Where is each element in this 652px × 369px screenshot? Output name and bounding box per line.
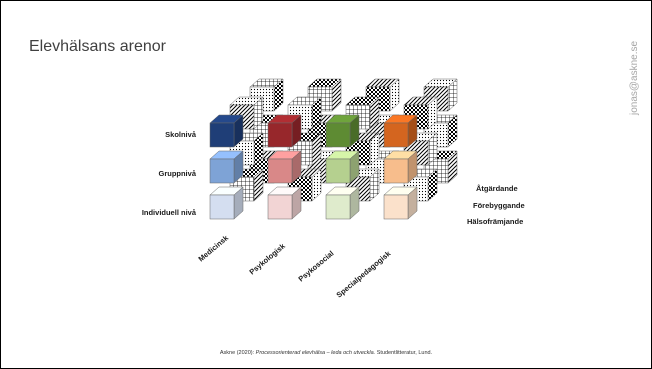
citation-title: Processorienterad elevhälsa – leda och u… bbox=[255, 350, 376, 356]
cube-p3-r0-d0 bbox=[383, 114, 418, 148]
cube-p2-r0-d0 bbox=[325, 114, 360, 148]
cube-p0-r2-d0 bbox=[209, 186, 244, 220]
cube-p1-r0-d0 bbox=[267, 114, 302, 148]
cube-p3-r2-d0 bbox=[383, 186, 418, 220]
depth-label: Förebyggande bbox=[473, 201, 525, 210]
depth-label: Åtgärdande bbox=[476, 184, 518, 193]
cube-p3-r1-d0 bbox=[383, 150, 418, 184]
cube-p1-r2-d0 bbox=[267, 186, 302, 220]
slide-title: Elevhälsans arenor bbox=[29, 38, 166, 55]
cube-front-face bbox=[383, 158, 409, 184]
cube-front-face bbox=[209, 194, 235, 220]
cube-front-face bbox=[325, 122, 351, 148]
cube-front-face bbox=[325, 158, 351, 184]
citation-prefix: Askne (2020): bbox=[219, 350, 256, 356]
perspective-label: Medicinsk bbox=[197, 233, 231, 264]
cube-front-face bbox=[209, 122, 235, 148]
cube-front-face bbox=[267, 122, 293, 148]
perspective-label: Psykosocial bbox=[297, 249, 336, 284]
level-label: Individuell nivå bbox=[142, 208, 197, 217]
cube-front-face bbox=[267, 158, 293, 184]
depth-label: Hälsofrämjande bbox=[467, 217, 523, 226]
cube-p1-r1-d0 bbox=[267, 150, 302, 184]
cube-p2-r1-d0 bbox=[325, 150, 360, 184]
cube-front-face bbox=[383, 122, 409, 148]
level-label: Skolnivå bbox=[165, 130, 197, 139]
perspective-label: Specialpedagogisk bbox=[335, 248, 393, 299]
citation: Askne (2020): Processorienterad elevhäls… bbox=[1, 350, 651, 356]
cube-p2-r2-d0 bbox=[325, 186, 360, 220]
cube-front-face bbox=[383, 194, 409, 220]
level-label: Gruppnivå bbox=[158, 169, 196, 178]
cube-front-face bbox=[267, 194, 293, 220]
cube-p0-r0-d0 bbox=[209, 114, 244, 148]
perspective-label: Psykologisk bbox=[248, 241, 288, 277]
cube-front-face bbox=[209, 158, 235, 184]
cube-p0-r1-d0 bbox=[209, 150, 244, 184]
citation-suffix: Studentlitteratur, Lund. bbox=[375, 350, 433, 356]
cube-front-face bbox=[325, 194, 351, 220]
